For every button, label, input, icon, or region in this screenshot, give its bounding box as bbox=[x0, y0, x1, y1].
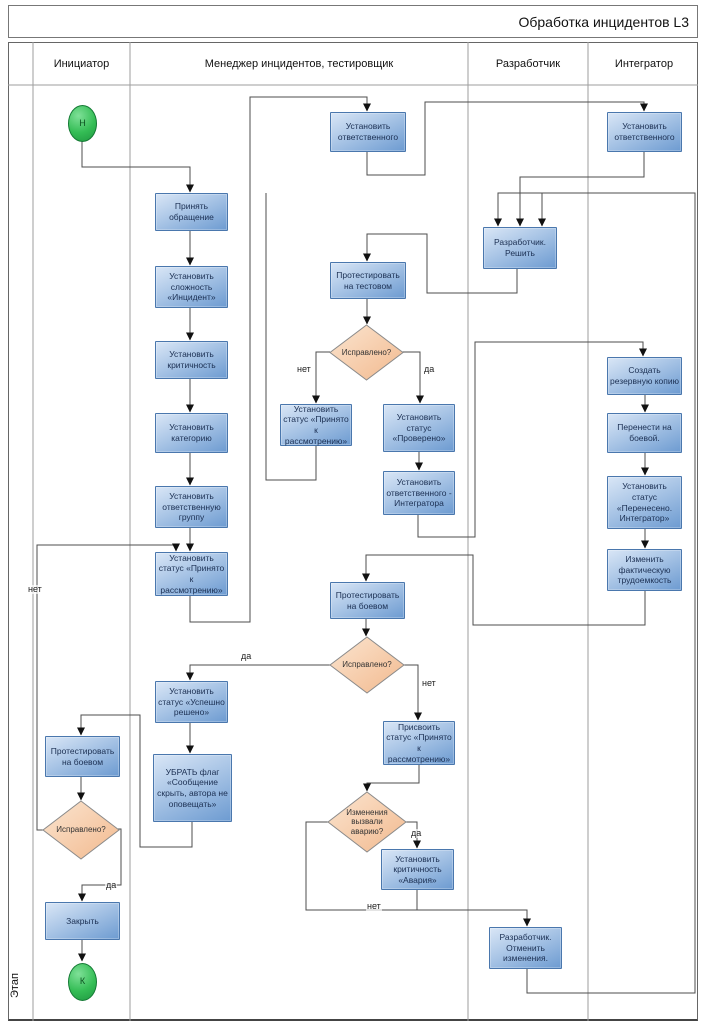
node-label-status-provereno: Установить статус «Проверено» bbox=[392, 412, 446, 444]
flow-connector bbox=[36, 543, 180, 831]
node-ustanovit-otv-mgr: Установить ответственного bbox=[330, 112, 406, 152]
node-prisvoit-status: Присвоить статус «Принято к рассмотрению… bbox=[383, 721, 455, 765]
node-label-status-prinyato-mgr: Установить статус «Принято к рассмотрени… bbox=[158, 552, 225, 595]
flow-connector bbox=[186, 664, 330, 681]
lane-header-label: Разработчик bbox=[495, 57, 561, 70]
node-zakryt: Закрыть bbox=[45, 902, 120, 940]
flow-connector bbox=[402, 351, 424, 404]
edge-label-да: да bbox=[105, 880, 118, 890]
node-label-kritichnost-avariya: Установить критичность «Авария» bbox=[393, 853, 442, 885]
node-label-sozdat-kopiyu: Создать резервную копию bbox=[610, 365, 679, 386]
node-label-ubrat-flag: УБРАТЬ флаг «Сообщение скрыть, автора не… bbox=[157, 766, 228, 809]
flow-connector bbox=[362, 554, 646, 626]
diagram-title: Обработка инцидентов L3 bbox=[518, 13, 689, 30]
node-status-pereneseno: Установить статус «Перенесено. Интеграто… bbox=[607, 476, 682, 529]
node-label-ustanovit-otv-int: Установить ответственного bbox=[614, 121, 675, 142]
node-razrabotchik-otmenit: Разработчик. Отменить изменения. bbox=[489, 927, 562, 969]
node-ubrat-flag: УБРАТЬ флаг «Сообщение скрыть, автора не… bbox=[153, 754, 232, 822]
flow-connector bbox=[312, 351, 330, 404]
node-label-perenesti-na-boevoy: Перенести на боевой. bbox=[617, 422, 672, 443]
lane-header-label: Инициатор bbox=[53, 57, 110, 70]
node-label-kategoriya: Установить категорию bbox=[169, 422, 214, 443]
node-start: Н bbox=[68, 105, 97, 142]
node-label-test-na-boevom-init: Протестировать на боевом bbox=[50, 745, 115, 767]
edge-label-нет: нет bbox=[366, 901, 382, 911]
node-slozhnost-incident: Установить сложность «Инцидент» bbox=[155, 266, 228, 308]
node-otv-integratora: Установить ответственного - Интегратора bbox=[383, 471, 455, 515]
node-label-status-uspeshno: Установить статус «Успешно решено» bbox=[158, 686, 225, 718]
node-label-test-na-boevom-mgr: Протестировать на боевом bbox=[335, 589, 400, 611]
node-label-izmenit-trudoemkost: Изменить фактическую трудоемкость bbox=[617, 554, 672, 586]
flow-connector bbox=[363, 233, 518, 294]
node-kategoriya: Установить категорию bbox=[155, 413, 228, 453]
node-label-status-prinyato-mid: Установить статус «Принято к рассмотрени… bbox=[283, 403, 349, 446]
node-status-provereno: Установить статус «Проверено» bbox=[383, 404, 455, 452]
flow-connector bbox=[78, 828, 122, 902]
node-ispravleno-4 bbox=[42, 800, 120, 860]
node-label-zakryt: Закрыть bbox=[66, 915, 99, 926]
node-test-na-testovom: Протестировать на тестовом bbox=[330, 262, 406, 299]
node-label-otv-integratora: Установить ответственного - Интегратора bbox=[386, 477, 452, 509]
flow-connector bbox=[406, 821, 421, 849]
node-ispravleno-2 bbox=[329, 636, 405, 694]
edge-label-да: да bbox=[240, 651, 253, 661]
node-izmenit-trudoemkost: Изменить фактическую трудоемкость bbox=[607, 549, 682, 591]
flow-connector bbox=[81, 141, 194, 193]
node-ustanovit-otv-int: Установить ответственного bbox=[607, 112, 682, 152]
node-label-slozhnost-incident: Установить сложность «Инцидент» bbox=[167, 271, 216, 303]
edge-label-да: да bbox=[410, 828, 423, 838]
flow-connector bbox=[417, 341, 647, 538]
flow-connector bbox=[494, 192, 696, 994]
node-izmeneniya-avariya bbox=[327, 791, 407, 853]
node-label-kritichnost: Установить критичность bbox=[167, 349, 216, 370]
lane-header-developer: Разработчик bbox=[468, 42, 588, 85]
flow-connector bbox=[516, 152, 645, 227]
edge-label-нет: нет bbox=[27, 584, 43, 594]
flow-connector bbox=[265, 193, 317, 481]
node-test-na-boevom-mgr: Протестировать на боевом bbox=[330, 582, 405, 619]
lane-header-initiator: Инициатор bbox=[33, 42, 130, 85]
lane-header-integrator: Интегратор bbox=[588, 42, 700, 85]
flow-connector bbox=[404, 664, 422, 721]
node-label-ustanovit-otv-mgr: Установить ответственного bbox=[337, 121, 399, 142]
node-label-otvetstv-gruppa: Установить ответственную группу bbox=[162, 491, 221, 523]
edge-label-да: да bbox=[423, 364, 436, 374]
flow-connector bbox=[363, 765, 420, 792]
flow-connector bbox=[305, 821, 531, 927]
node-razrabotchik-reshit: Разработчик. Решить bbox=[483, 227, 557, 269]
node-label-test-na-testovom: Протестировать на тестовом bbox=[336, 269, 400, 291]
node-ispravleno-1 bbox=[329, 324, 404, 381]
node-kritichnost-avariya: Установить критичность «Авария» bbox=[381, 849, 454, 890]
flow-connector bbox=[366, 101, 648, 176]
node-end: К bbox=[68, 963, 97, 1001]
lane-header-manager: Менеджер инцидентов, тестировщик bbox=[130, 42, 468, 85]
node-label-start: Н bbox=[79, 117, 86, 128]
node-test-na-boevom-init: Протестировать на боевом bbox=[45, 736, 120, 777]
node-status-prinyato-mid: Установить статус «Принято к рассмотрени… bbox=[280, 404, 352, 446]
node-status-uspeshno: Установить статус «Успешно решено» bbox=[155, 681, 228, 723]
node-label-end: К bbox=[79, 976, 86, 987]
edge-label-нет: нет bbox=[296, 364, 312, 374]
node-sozdat-kopiyu: Создать резервную копию bbox=[607, 357, 682, 395]
node-status-prinyato-mgr: Установить статус «Принято к рассмотрени… bbox=[155, 552, 228, 596]
node-label-razrabotchik-reshit: Разработчик. Решить bbox=[494, 237, 546, 258]
node-otvetstv-gruppa: Установить ответственную группу bbox=[155, 486, 228, 528]
flow-connector bbox=[189, 96, 371, 623]
stage-sidebar-label: Этап bbox=[9, 973, 21, 999]
node-prinyat-obraschenie: Принять обращение bbox=[155, 193, 228, 231]
node-label-status-pereneseno: Установить статус «Перенесено. Интеграто… bbox=[616, 481, 673, 524]
flow-connector bbox=[77, 714, 193, 848]
node-kritichnost: Установить критичность bbox=[155, 341, 228, 379]
node-perenesti-na-boevoy: Перенести на боевой. bbox=[607, 413, 682, 453]
lane-header-label: Менеджер инцидентов, тестировщик bbox=[204, 57, 394, 70]
node-label-prinyat-obraschenie: Принять обращение bbox=[169, 201, 214, 222]
chart-frame bbox=[8, 42, 698, 1021]
node-label-razrabotchik-otmenit: Разработчик. Отменить изменения. bbox=[499, 932, 552, 964]
node-label-prisvoit-status: Присвоить статус «Принято к рассмотрению… bbox=[386, 721, 452, 764]
lane-header-label: Интегратор bbox=[614, 57, 674, 70]
diagram-title-bar: Обработка инцидентов L3 bbox=[8, 5, 698, 38]
edge-label-нет: нет bbox=[421, 678, 437, 688]
